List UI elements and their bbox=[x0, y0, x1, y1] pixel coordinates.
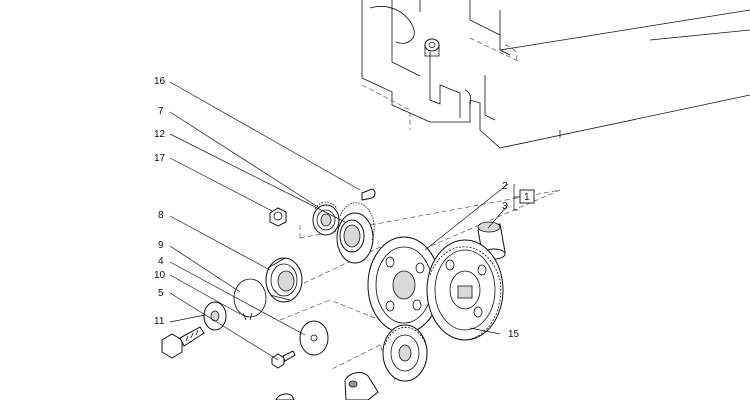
callout-8: 8 bbox=[158, 210, 164, 221]
lower-small-gear bbox=[382, 324, 428, 382]
callout-2: 2 bbox=[502, 181, 508, 192]
callout-16: 16 bbox=[154, 76, 166, 87]
thrust-plate bbox=[299, 320, 329, 356]
callout-bracket bbox=[513, 184, 535, 211]
part-7-small-gear bbox=[312, 201, 340, 236]
callout-7: 7 bbox=[158, 106, 164, 117]
callout-17: 17 bbox=[154, 153, 166, 164]
part-8-ball-bearing bbox=[265, 257, 303, 303]
part-5-washer bbox=[203, 301, 227, 331]
small-screw bbox=[271, 350, 296, 369]
callout-3: 3 bbox=[502, 201, 508, 212]
part-11-flange-bolt bbox=[161, 326, 205, 359]
leader-lines bbox=[169, 81, 509, 361]
callout-4: 4 bbox=[158, 256, 164, 267]
callout-15: 15 bbox=[508, 329, 520, 340]
callout-9: 9 bbox=[158, 240, 164, 251]
part-9-snap-ring bbox=[233, 278, 267, 321]
bottom-partial-parts bbox=[275, 372, 379, 400]
callout-box-1 bbox=[519, 189, 535, 204]
engine-housing bbox=[361, 0, 750, 149]
callout-5: 5 bbox=[158, 288, 164, 299]
callout-10: 10 bbox=[154, 270, 166, 281]
callout-labels: 16 7 12 17 8 9 4 10 5 11 2 3 1 15 bbox=[154, 76, 530, 340]
callout-11: 11 bbox=[154, 316, 165, 327]
part-16-woodruff-key bbox=[361, 188, 376, 201]
part-17-hex-nut bbox=[269, 207, 287, 227]
part-15-timing-gear bbox=[426, 239, 504, 341]
callout-12: 12 bbox=[154, 129, 166, 140]
part-12-hub-gear bbox=[336, 202, 375, 264]
part-2-idler-gear bbox=[367, 236, 441, 334]
callout-1: 1 bbox=[524, 192, 530, 203]
